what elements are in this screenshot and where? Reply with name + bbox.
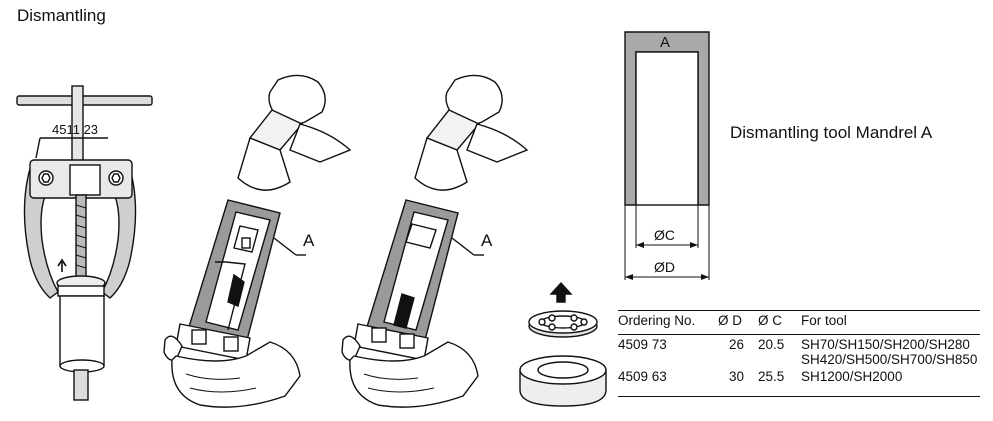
table-bottom-rule (618, 396, 980, 397)
cell-d: 30 (728, 369, 744, 384)
tool-caption: Dismantling tool Mandrel A (730, 123, 933, 142)
for-tool-line: SH70/SH150/SH200/SH280 (801, 337, 970, 352)
ordering-table: Ordering No. Ø D Ø C For tool 4509 73 26… (618, 313, 981, 384)
hammer-illustration-1 (237, 74, 352, 191)
table-header-row: Ordering No. Ø D Ø C For tool (618, 313, 981, 331)
puller-illustration (16, 85, 153, 401)
dimension-d-label: ØD (654, 259, 675, 275)
header-ordering-no: Ordering No. (618, 313, 696, 328)
for-tool-line: SH420/SH500/SH700/SH850 (801, 352, 978, 367)
table-top-rule (618, 310, 980, 311)
header-c: Ø C (758, 313, 783, 328)
header-d: Ø D (718, 313, 743, 328)
hammer-illustration-2 (414, 74, 529, 191)
table-row: 4509 73 26 20.5 SH70/SH150/SH200/SH280 S… (618, 331, 981, 367)
mandrel-cap-label: A (660, 34, 670, 51)
puller-label: 4511 23 (52, 122, 98, 137)
bearing-parts (519, 281, 607, 407)
cell-ordering-no: 4509 73 (618, 337, 667, 352)
mandrel-label-2: A (481, 231, 493, 250)
mandrel-in-hand-1 (163, 199, 306, 408)
dimension-c-label: ØC (654, 227, 675, 243)
header-for-tool: For tool (801, 313, 847, 328)
cell-ordering-no: 4509 63 (618, 369, 667, 384)
cell-for-tool: SH1200/SH2000 (801, 367, 981, 384)
cell-c: 25.5 (758, 369, 785, 384)
for-tool-line: SH1200/SH2000 (801, 369, 903, 384)
mandrel-section-drawing (624, 31, 710, 280)
mandrel-in-hand-2 (341, 199, 484, 408)
cell-d: 26 (728, 337, 744, 352)
cell-c: 20.5 (758, 337, 785, 352)
table-header-rule (618, 334, 980, 335)
table-row: 4509 63 30 25.5 SH1200/SH2000 (618, 367, 981, 384)
mandrel-label-1: A (303, 231, 315, 250)
page-title: Dismantling (17, 6, 106, 25)
cell-for-tool: SH70/SH150/SH200/SH280 SH420/SH500/SH700… (801, 331, 981, 367)
